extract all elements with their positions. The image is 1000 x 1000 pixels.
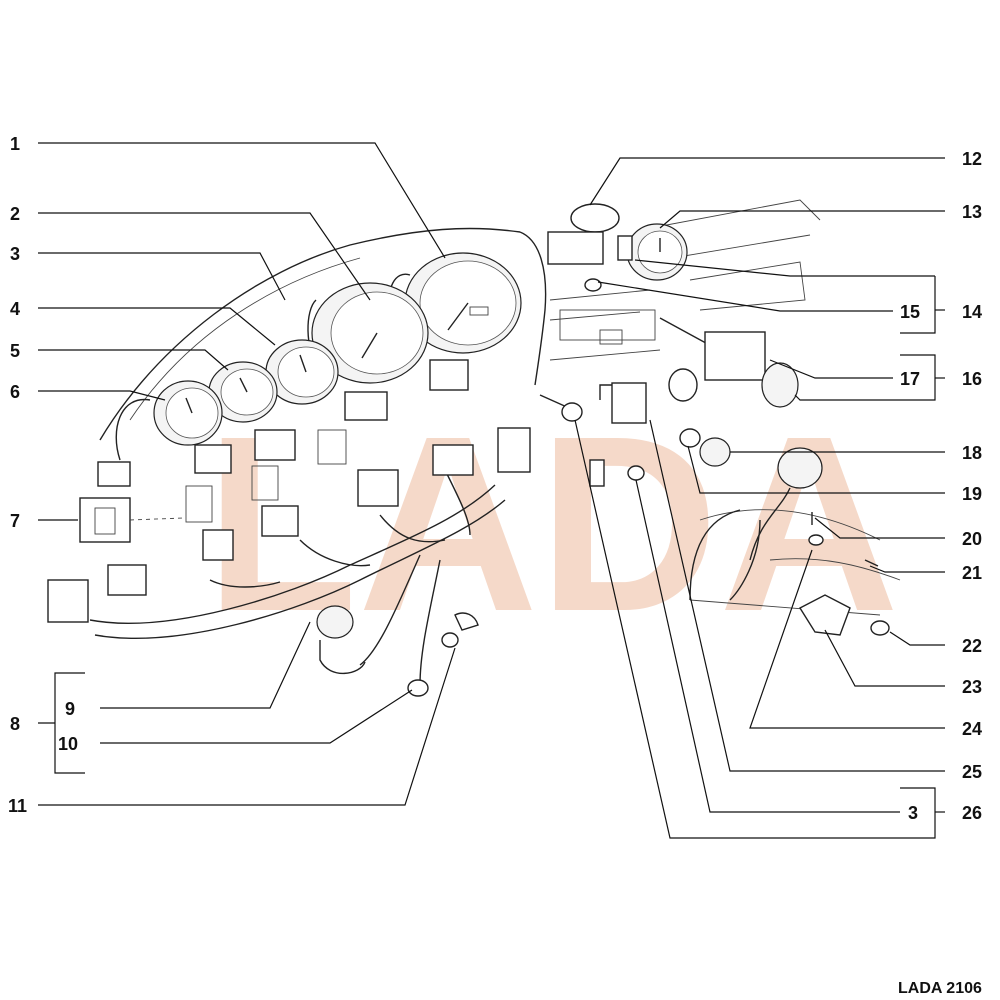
callout-12: 12 <box>962 149 982 169</box>
speedometer <box>389 252 522 391</box>
callout-13: 13 <box>962 202 982 222</box>
gauge-5 <box>194 361 278 474</box>
panel-slots <box>79 429 347 543</box>
callout-3-right: 3 <box>908 803 918 823</box>
callout-20: 20 <box>962 529 982 549</box>
callout-17: 17 <box>900 369 920 389</box>
callout-6: 6 <box>10 382 20 402</box>
callout-5: 5 <box>10 341 20 361</box>
callout-2: 2 <box>10 204 20 224</box>
callout-8: 8 <box>10 714 20 734</box>
gauge-6 <box>97 380 223 487</box>
gauge-4 <box>254 339 339 461</box>
wiring-harness <box>47 427 531 697</box>
callout-numbers: 1 2 3 4 5 6 7 8 9 10 11 12 13 14 15 16 1… <box>8 134 982 823</box>
callout-14: 14 <box>962 302 982 322</box>
watermark-logo: LADA <box>205 384 899 663</box>
callout-21: 21 <box>962 563 982 583</box>
callout-3: 3 <box>10 244 20 264</box>
callout-18: 18 <box>962 443 982 463</box>
callout-26: 26 <box>962 803 982 823</box>
callout-15: 15 <box>900 302 920 322</box>
leader-lines <box>38 142 945 839</box>
callout-11: 11 <box>8 796 27 816</box>
callout-16: 16 <box>962 369 982 389</box>
callout-7: 7 <box>10 511 20 531</box>
callout-10: 10 <box>58 734 78 754</box>
callout-22: 22 <box>962 636 982 656</box>
callout-4: 4 <box>10 299 20 319</box>
callout-1: 1 <box>10 134 20 154</box>
right-components <box>539 203 890 636</box>
callout-24: 24 <box>962 719 982 739</box>
tachometer <box>307 282 429 421</box>
footer-model-label: LADA 2106 <box>898 980 982 997</box>
callout-19: 19 <box>962 484 982 504</box>
callout-9: 9 <box>65 699 75 719</box>
callout-25: 25 <box>962 762 982 782</box>
callout-23: 23 <box>962 677 982 697</box>
